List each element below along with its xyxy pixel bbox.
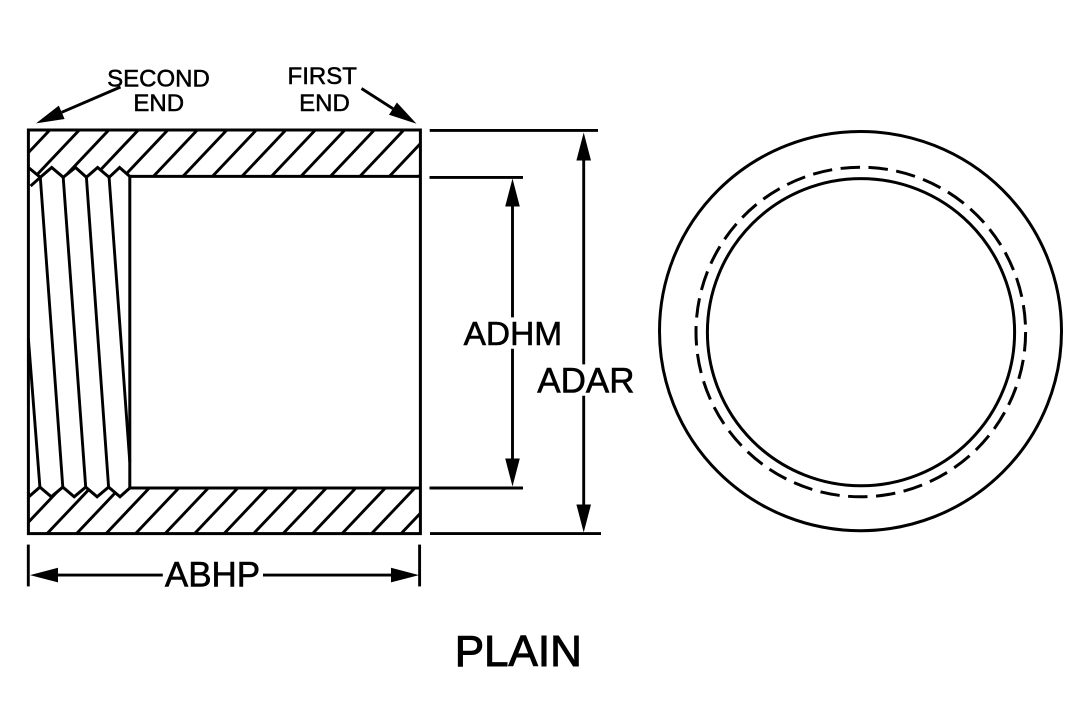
svg-text:ADHM: ADHM bbox=[464, 316, 563, 353]
svg-text:SECOND: SECOND bbox=[107, 66, 210, 93]
svg-text:ABHP: ABHP bbox=[165, 556, 260, 595]
svg-text:END: END bbox=[133, 90, 184, 117]
svg-text:ADAR: ADAR bbox=[537, 361, 634, 400]
svg-text:END: END bbox=[299, 90, 350, 117]
svg-text:PLAIN: PLAIN bbox=[455, 627, 582, 676]
svg-text:FIRST: FIRST bbox=[288, 63, 358, 90]
